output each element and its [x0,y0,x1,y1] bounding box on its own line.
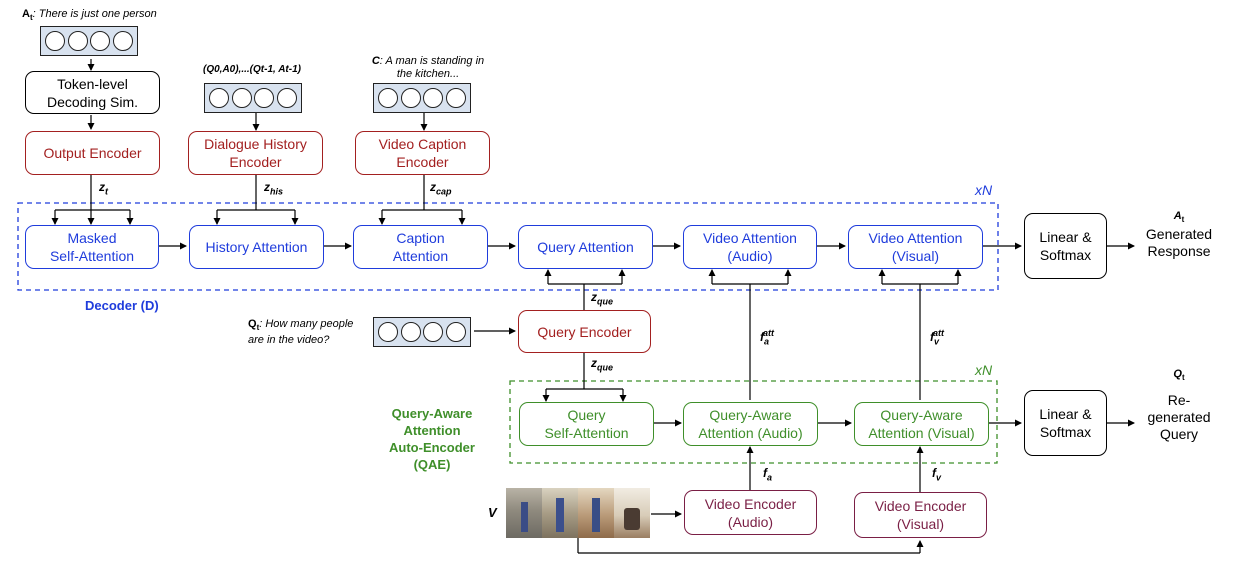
video-frame-3 [578,488,614,538]
z-cap-label: zcap [430,180,452,197]
video-encoder-visual-box: Video Encoder(Visual) [854,492,987,538]
decoder-group-frame [17,202,999,291]
f-v-att-label: fvatt [930,328,945,347]
caption-input-label: C: A man is standing in the kitchen... [371,55,485,80]
video-attention-audio-box: Video Attention(Audio) [683,225,817,269]
history-sequence-label: (Q0,A0),...(Qt-1, At-1) [203,64,301,75]
history-token-sequence [204,83,302,113]
z-que-label-top: zque [591,290,614,307]
linear-softmax-bottom-box: Linear &Softmax [1024,390,1107,456]
f-v-label: fv [932,466,942,483]
video-frame-1 [506,488,542,538]
qt-input-label: Qt: How many people are in the video? [248,318,354,347]
video-frame-2 [542,488,578,538]
qt-token-sequence [373,317,471,347]
z-t-label: zt [99,180,108,197]
qae-repeat-label: xN [975,362,993,378]
decoder-group-label: Decoder (D) [85,298,159,313]
history-attention-box: History Attention [189,225,324,269]
decoder-repeat-label: xN [975,182,993,198]
linear-softmax-top-box: Linear &Softmax [1024,213,1107,279]
f-a-att-label: faatt [760,328,775,347]
at-input-label: At: There is just one person [22,8,157,23]
query-attention-box: Query Attention [518,225,653,269]
f-a-label: fa [763,466,773,483]
qae-group-frame [509,380,998,464]
query-encoder-box: Query Encoder [518,310,651,353]
caption-token-sequence [373,83,471,113]
video-input-label: V [488,505,497,520]
z-his-label: zhis [264,180,284,197]
z-que-label-bottom: zque [591,356,614,373]
at-token-sequence [40,26,138,56]
video-encoder-audio-box: Video Encoder(Audio) [684,490,817,535]
video-frame-4 [614,488,650,538]
video-attention-visual-box: Video Attention(Visual) [848,225,983,269]
output-encoder-box: Output Encoder [25,131,160,175]
